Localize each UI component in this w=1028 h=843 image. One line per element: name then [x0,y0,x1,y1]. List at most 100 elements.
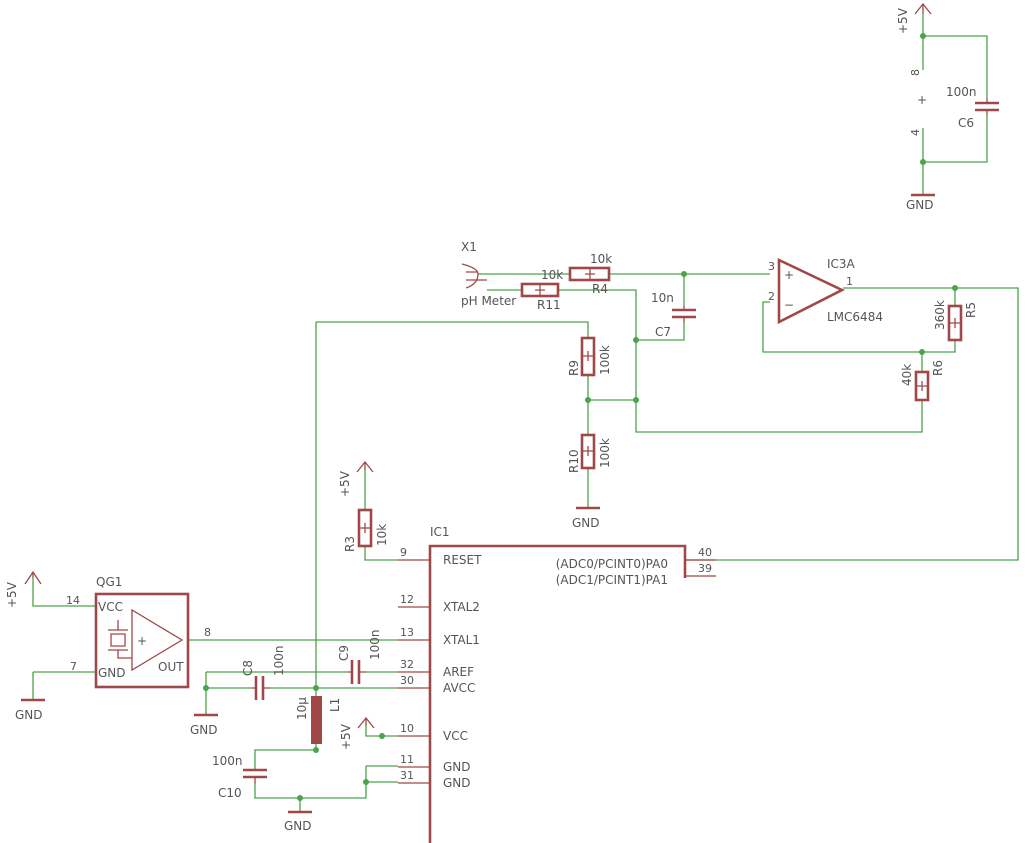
r9-value: 100k [598,345,612,375]
c6-value: 100n [946,85,977,99]
capacitor-c7: 10n C7 [651,291,696,339]
r3-name: R3 [343,536,357,552]
c7-name: C7 [655,325,671,339]
mcu-pin-number: 9 [400,546,407,559]
mcu-pin-label: GND [443,776,471,790]
connector-x1: X1 pH Meter [461,240,516,308]
pin-number: 1 [846,275,853,288]
plus-mark: + [917,93,927,107]
qg1-name: QG1 [96,575,122,589]
pin-number: 8 [909,69,922,76]
pin-number: 3 [768,260,775,273]
r4-value: 10k [590,252,612,266]
c8-name: C8 [241,660,255,676]
power-block: +5V 8 + 4 100n C6 GND [896,2,999,212]
pin-number: 2 [768,290,775,303]
l1-name: L1 [328,698,342,712]
supply-arrow-icon [357,716,375,729]
plus-mark: + [784,268,794,282]
crystal-icon [108,620,132,659]
mcu-pin-number: 31 [400,769,414,782]
c9-name: C9 [337,645,351,661]
capacitor-c9: 100n C9 [337,629,382,684]
pin-number: 7 [70,660,77,673]
mcu-pin-label: VCC [443,729,468,743]
qg1-vcc-label: VCC [98,600,123,614]
resistor-r6: 40k R6 [900,360,945,402]
pin-number: 14 [66,594,80,607]
ground-r10: GND [572,506,600,530]
c9-value: 100n [368,629,382,660]
ground-label: GND [190,723,218,737]
c7-value: 10n [651,291,674,305]
resistor-r5: 360k R5 [933,300,978,342]
ground-label: GND [572,516,600,530]
opamp-triangle-icon [777,257,845,325]
r6-value: 40k [900,364,914,386]
capacitor-c10: 100n C10 [212,754,267,800]
mcu-pin-label: AREF [443,665,474,679]
r3-value: 10k [375,524,389,546]
mcu-name: IC1 [430,525,450,539]
supply-label: +5V [338,470,352,497]
mcu-pin-number: 30 [400,674,414,687]
capacitor-c6 [975,101,999,112]
supply-arrow-icon [914,2,932,15]
mcu-pin-label: (ADC0/PCINT0)PA0 [556,557,668,571]
ground-label: GND [15,708,43,722]
mcu-pin-number: 39 [698,562,712,575]
pin-number: 8 [204,626,211,639]
supply-label: +5V [5,581,19,608]
resistor-r3: +5V 10k R3 [338,460,389,552]
pin-number: 4 [909,129,922,136]
opamp-ic3a: IC3A LMC6484 3 2 1 + − [768,257,883,325]
opamp-name: IC3A [827,257,856,271]
minus-mark: − [784,298,794,312]
mcu-pin-number: 32 [400,658,414,671]
resistor-r11: 10k R11 [520,268,563,312]
resistor-r9: 100k R9 [567,336,612,377]
r9-name: R9 [567,360,581,376]
c10-value: 100n [212,754,243,768]
mcu-pin-number: 11 [400,753,414,766]
mcu-pin-label: RESET [443,553,482,567]
qg1-gnd-label: GND [98,666,126,680]
r11-name: R11 [537,298,561,312]
junction-dots [203,33,958,801]
opamp-part: LMC6484 [827,310,883,324]
mcu-pin-number: 12 [400,593,414,606]
mcu-pin-label: XTAL1 [443,633,480,647]
mcu-pin-label: AVCC [443,681,475,695]
c8-value: 100n [272,645,286,676]
mcu-pin-label: GND [443,760,471,774]
inductor-l1: 10µ L1 [295,696,342,744]
ground-label: GND [284,819,312,833]
r6-name: R6 [931,360,945,376]
wires [32,14,1019,812]
mcu-body [428,544,687,843]
resistor-r10: 100k R10 [567,433,612,473]
r5-value: 360k [933,300,947,330]
c6-name: C6 [958,116,974,130]
qg1-out-label: OUT [158,660,184,674]
r5-name: R5 [964,302,978,318]
ground-label: GND [906,198,934,212]
plus-mark: + [137,634,147,648]
mcu-pin-number: 13 [400,626,414,639]
resistor-r4: 10k R4 [568,252,612,296]
supply-arrow-icon [356,460,374,473]
x1-name: X1 [461,240,477,254]
r11-value: 10k [541,268,563,282]
mcu-pin-number: 40 [698,546,712,559]
r10-value: 100k [598,438,612,468]
oscillator-qg1: + QG1 VCC GND OUT 14 7 8 +5V GND [5,570,211,722]
mcu-pin-label: XTAL2 [443,600,480,614]
c10-name: C10 [218,786,242,800]
x1-label: pH Meter [461,294,516,308]
supply-label: +5V [339,723,353,750]
r10-name: R10 [567,449,581,473]
buffer-triangle-icon [131,608,184,672]
vcc-supply: +5V [339,716,375,750]
supply-label: +5V [896,7,910,34]
